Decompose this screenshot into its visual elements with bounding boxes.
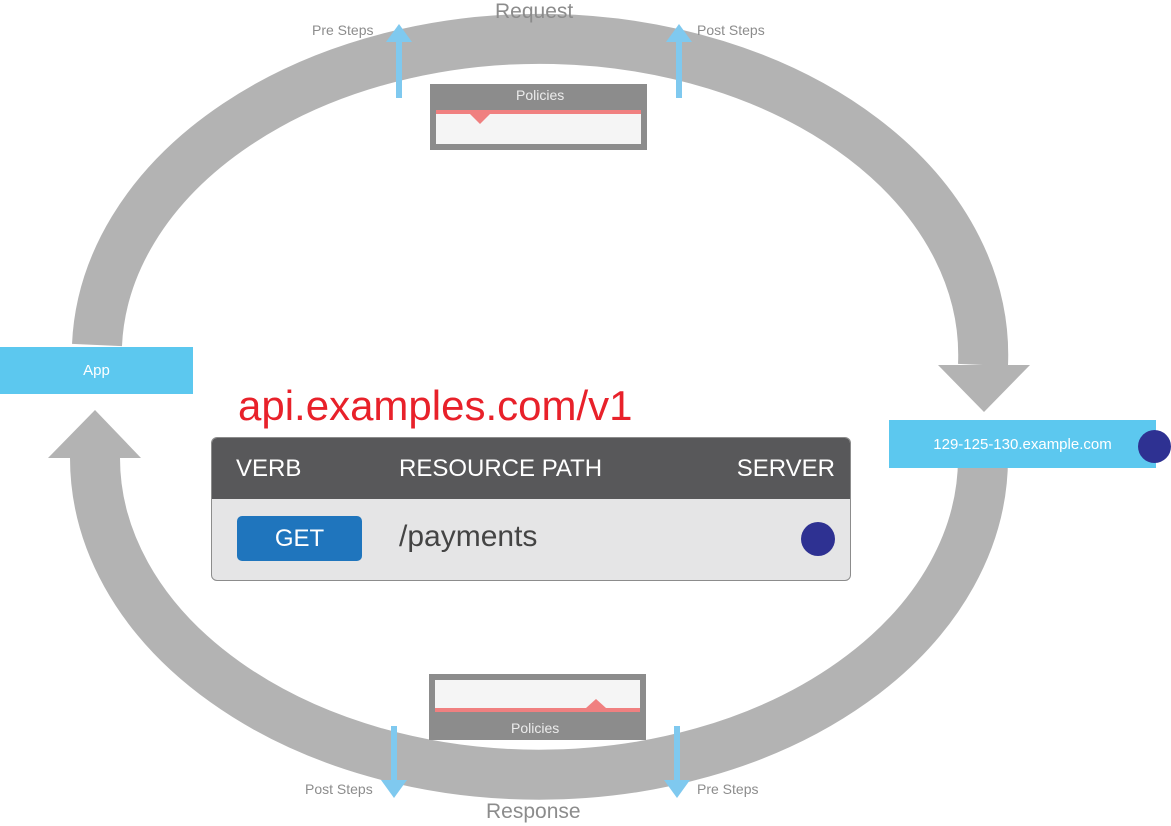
- response-post-steps-label: Post Steps: [305, 781, 373, 797]
- request-post-steps-label: Post Steps: [697, 22, 765, 38]
- response-flow-arc: [70, 457, 1008, 800]
- response-policies-box: [429, 674, 646, 740]
- resource-path-column-header: RESOURCE PATH: [399, 455, 603, 482]
- server-column-header: SERVER: [736, 455, 835, 482]
- response-label: Response: [486, 800, 581, 823]
- server-dot-icon: [1138, 430, 1171, 463]
- app-endpoint-label: App: [83, 362, 110, 379]
- verb-column-header: VERB: [236, 455, 302, 482]
- route-table-header: VERB RESOURCE PATH SERVER: [212, 438, 850, 499]
- route-server-dot-icon[interactable]: [801, 522, 835, 556]
- server-endpoint: 129-125-130.example.com: [889, 420, 1156, 468]
- request-pre-steps-label: Pre Steps: [312, 22, 374, 38]
- response-policies-label: Policies: [511, 720, 560, 736]
- response-post-step-arrow: [381, 726, 407, 798]
- verb-get-button[interactable]: GET: [237, 516, 362, 561]
- request-arrowhead: [938, 365, 1030, 412]
- api-base-url: api.examples.com/v1: [238, 382, 633, 429]
- request-pre-step-arrow: [386, 24, 412, 98]
- request-post-step-arrow: [666, 24, 692, 98]
- route-table: VERB RESOURCE PATH SERVER GET /payments: [211, 437, 851, 581]
- server-host-label: 129-125-130.example.com: [933, 435, 1112, 453]
- response-pre-step-arrow: [664, 726, 690, 798]
- request-policies-marker: [470, 114, 490, 124]
- request-policies-label: Policies: [516, 87, 565, 103]
- response-arrowhead: [48, 410, 141, 458]
- app-endpoint: App: [0, 347, 193, 394]
- request-policies-box: [430, 84, 647, 150]
- verb-get-label: GET: [274, 524, 325, 552]
- resource-path-value: /payments: [399, 520, 538, 553]
- request-label: Request: [495, 0, 574, 23]
- request-flow-arc: [72, 13, 1009, 367]
- response-policies-marker: [586, 699, 606, 708]
- response-pre-steps-label: Pre Steps: [697, 781, 759, 797]
